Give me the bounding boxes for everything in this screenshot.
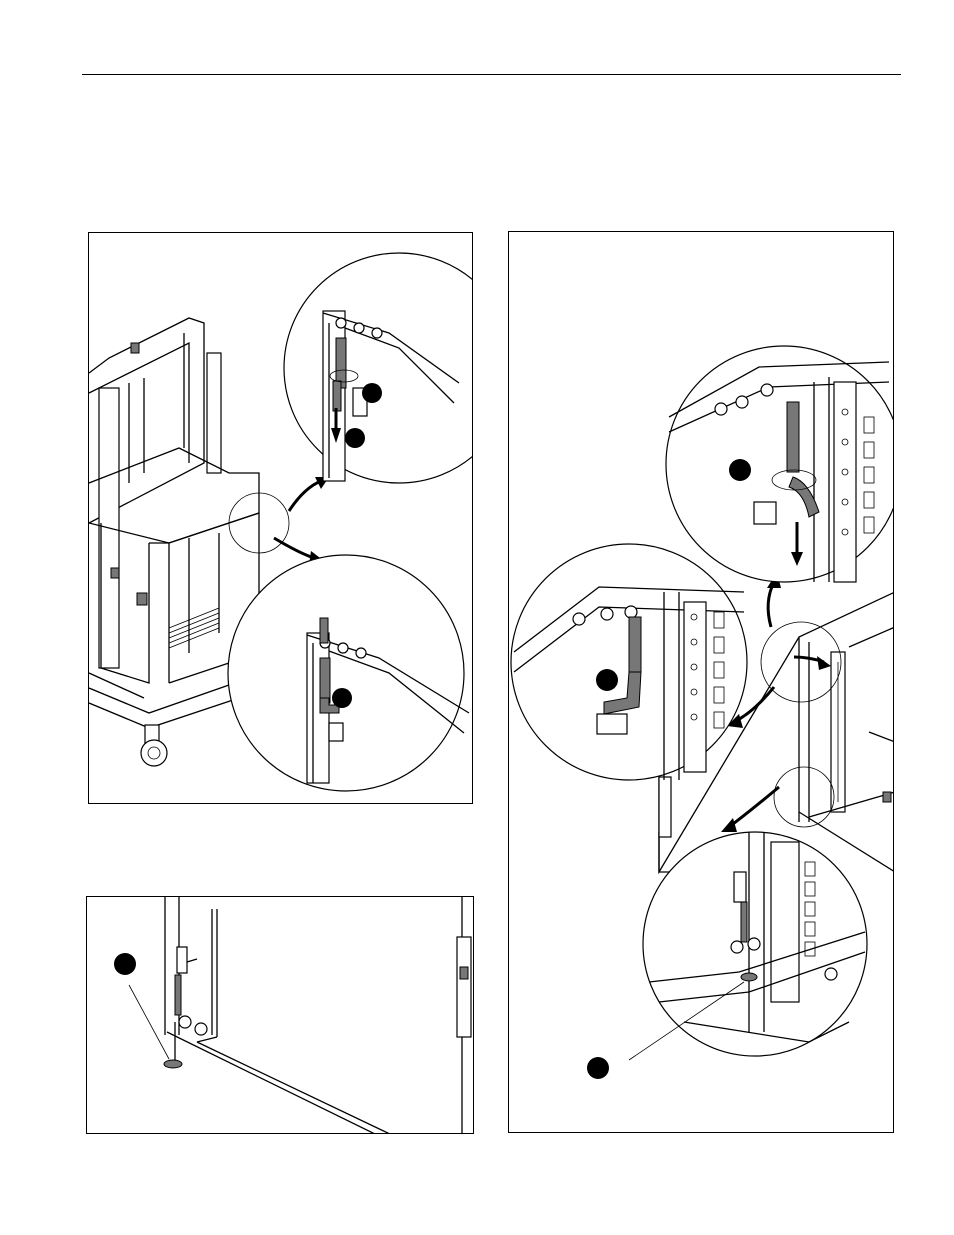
cart-illustration xyxy=(89,233,473,804)
arrow-to-detail-lower xyxy=(729,787,779,827)
arrow-to-detail-upper xyxy=(768,582,774,627)
callout-3-bottom xyxy=(587,1057,609,1079)
leveler-foot-detail-icon xyxy=(587,832,867,1079)
callout-2-left xyxy=(596,669,618,691)
callout-1 xyxy=(114,953,136,975)
spring-pin-detail-locked-icon xyxy=(228,555,469,791)
callout-2-top xyxy=(345,428,365,448)
spring-pin-detail-released-icon xyxy=(284,253,473,483)
figure-cabinet-hinge xyxy=(508,231,894,1133)
callout-3-bottom xyxy=(332,688,352,708)
figure-cart-spring-pin xyxy=(88,232,473,804)
arrow-to-detail-top xyxy=(289,481,321,511)
caster-wheel-icon xyxy=(141,725,167,766)
vent-grille-icon xyxy=(169,608,219,648)
arrow-to-detail-bottom xyxy=(274,538,314,558)
leveler-illustration xyxy=(87,897,474,1134)
header-rule xyxy=(82,74,901,75)
spring-pin-detail-locked-icon xyxy=(511,544,747,780)
detail-locator-bottom xyxy=(774,767,834,827)
callout-1-upper xyxy=(729,459,751,481)
leveler-foot-detail-icon xyxy=(114,897,471,1134)
figure-leveler-foot xyxy=(86,896,474,1134)
spring-pin-detail-released-icon xyxy=(666,346,894,582)
callout-1-top xyxy=(362,383,382,403)
cabinet-illustration xyxy=(509,232,894,1133)
